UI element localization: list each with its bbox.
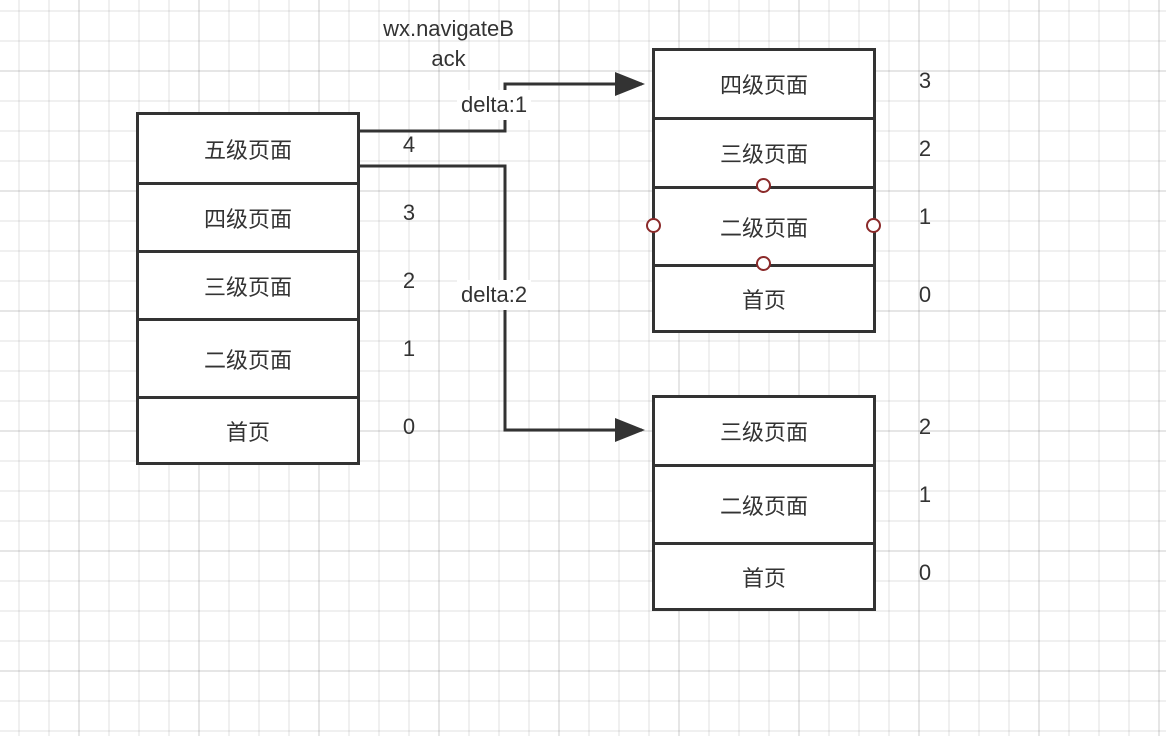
diagram-title-line1: wx.navigateB <box>383 16 514 41</box>
result-stack-delta1[interactable]: 四级页面 三级页面 二级页面 首页 <box>652 48 876 333</box>
stack-row[interactable]: 三级页面 <box>655 120 873 189</box>
stack-row[interactable]: 首页 <box>655 545 873 608</box>
stack-index: 1 <box>918 482 932 507</box>
stack-row[interactable]: 三级页面 <box>655 398 873 467</box>
page-label: 二级页面 <box>203 348 292 374</box>
stack-row[interactable]: 首页 <box>655 267 873 330</box>
diagram-title-line2: ack <box>431 46 466 71</box>
stack-row[interactable]: 四级页面 <box>139 185 357 253</box>
stack-index: 0 <box>402 414 416 439</box>
result-stack-delta2[interactable]: 三级页面 二级页面 首页 <box>652 395 876 611</box>
stack-row[interactable]: 五级页面 <box>139 115 357 185</box>
selection-handle-bottom[interactable] <box>756 256 771 271</box>
source-page-stack[interactable]: 五级页面 四级页面 三级页面 二级页面 首页 <box>136 112 360 465</box>
connector-label-delta2[interactable]: delta:2 <box>457 280 532 310</box>
stack-row-selected[interactable]: 二级页面 <box>655 189 873 267</box>
stack-row[interactable]: 首页 <box>139 399 357 462</box>
selection-handle-left[interactable] <box>646 218 661 233</box>
page-label: 二级页面 <box>719 494 808 520</box>
stack-index: 1 <box>918 204 932 229</box>
stack-index: 3 <box>918 68 932 93</box>
page-label: 二级页面 <box>719 216 808 242</box>
page-label: 首页 <box>741 288 786 314</box>
stack-index: 4 <box>402 132 416 157</box>
page-label: 三级页面 <box>719 143 808 168</box>
page-label: 首页 <box>225 420 270 446</box>
diagram-title[interactable]: wx.navigateB ack <box>361 14 536 74</box>
page-label: 三级页面 <box>719 421 808 446</box>
page-label: 四级页面 <box>719 74 808 99</box>
stack-index: 1 <box>402 336 416 361</box>
page-label: 四级页面 <box>203 207 292 233</box>
selection-handle-top[interactable] <box>756 178 771 193</box>
connector-label-delta1[interactable]: delta:1 <box>457 90 532 120</box>
stack-index: 3 <box>402 200 416 225</box>
stack-row[interactable]: 四级页面 <box>655 51 873 120</box>
stack-index: 0 <box>918 560 932 585</box>
stack-index: 2 <box>402 268 416 293</box>
stack-row[interactable]: 二级页面 <box>139 321 357 399</box>
page-label: 三级页面 <box>203 275 292 301</box>
selection-handle-right[interactable] <box>866 218 881 233</box>
stack-row[interactable]: 三级页面 <box>139 253 357 321</box>
page-label: 五级页面 <box>203 138 292 164</box>
stack-index: 0 <box>918 282 932 307</box>
stack-index: 2 <box>918 414 932 439</box>
stack-index: 2 <box>918 136 932 161</box>
stack-row[interactable]: 二级页面 <box>655 467 873 545</box>
page-label: 首页 <box>741 566 786 592</box>
